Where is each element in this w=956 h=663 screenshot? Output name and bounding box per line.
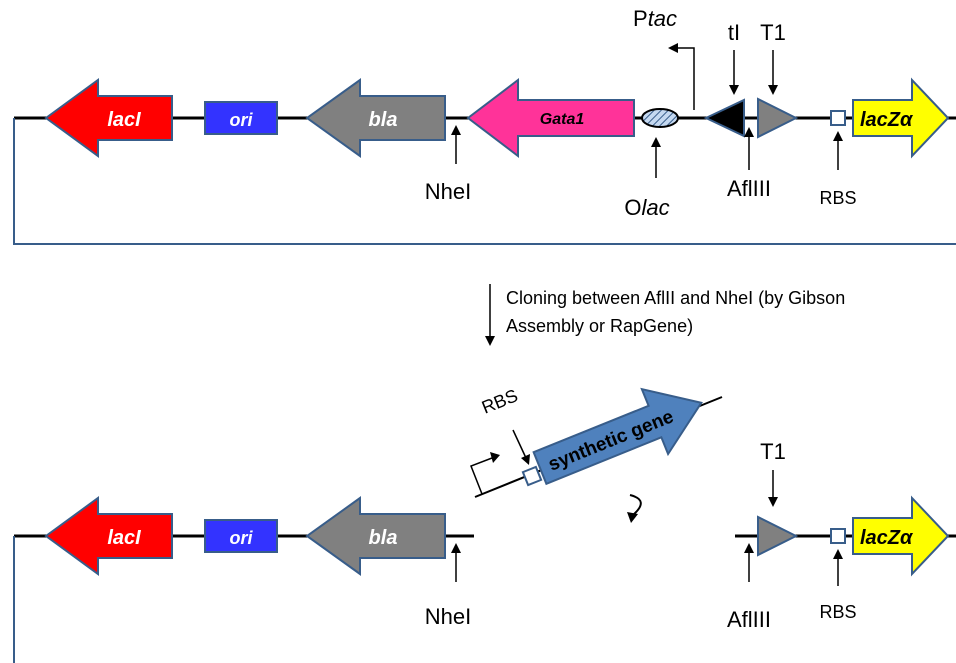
top-lacZ-gene: lacZα: [852, 77, 950, 159]
top-ori-box: ori: [204, 101, 278, 135]
bottom-ori-label: ori: [229, 528, 253, 548]
top-ptac-label: Ptac: [633, 6, 677, 31]
top-rbs-box: [830, 110, 846, 126]
bottom-lacI-label: lacI: [107, 527, 141, 549]
insertion-curved-arrow: [627, 494, 642, 523]
bottom-bla-label: bla: [369, 527, 398, 549]
top-afliii-pointer-arrow: [744, 127, 754, 170]
top-tI-label: tI: [728, 20, 740, 45]
bottom-bla-gene: bla: [305, 496, 446, 576]
top-rbs-label: RBS: [819, 188, 856, 208]
top-gata1-label: Gata1: [540, 111, 585, 128]
bottom-afliii-pointer-arrow: [744, 543, 754, 582]
bottom-nhei-pointer-arrow: [451, 543, 461, 582]
synthetic-insert: synthetic gene RBS: [470, 385, 723, 523]
top-olac-operator: [641, 108, 679, 128]
top-gata1-gene: Gata1: [466, 77, 635, 159]
top-T1-label: T1: [760, 20, 786, 45]
top-olac-label: Olac: [624, 195, 669, 220]
cloning-step: Cloning between AflII and NheI (by Gibso…: [485, 284, 845, 346]
insert-promoter-arrow: [470, 452, 500, 495]
top-bla-label: bla: [369, 109, 398, 131]
bottom-ori-box: ori: [204, 519, 278, 553]
top-lacI-label: lacI: [107, 109, 141, 131]
top-T1-pointer-arrow: [768, 50, 778, 95]
top-nhei-label: NheI: [425, 179, 471, 204]
cloning-step-line1: Cloning between AflII and NheI (by Gibso…: [506, 288, 845, 308]
bottom-rbs-pointer-arrow: [833, 549, 843, 586]
bottom-lacZ-gene: lacZα: [852, 495, 950, 577]
top-lacI-gene: lacI: [44, 78, 173, 158]
top-plasmid-loop: [13, 118, 956, 245]
top-afliii-label: AflIII: [727, 176, 771, 201]
bottom-lacZ-label: lacZα: [860, 527, 914, 549]
top-plasmid-map: lacI ori bla Gata1 lacZα: [13, 6, 956, 245]
top-olac-pointer-arrow: [651, 137, 661, 178]
top-rbs-pointer-arrow: [833, 131, 843, 170]
insert-rbs-label: RBS: [479, 385, 521, 417]
top-bla-gene: bla: [305, 78, 446, 158]
top-tI-terminator: [703, 98, 745, 138]
bottom-T1-terminator: [757, 515, 799, 557]
bottom-T1-label: T1: [760, 439, 786, 464]
synthetic-gene: synthetic gene: [532, 387, 703, 486]
top-ori-label: ori: [229, 110, 253, 130]
top-ptac-promoter: Ptac: [633, 6, 695, 110]
down-arrow-icon: [485, 336, 495, 346]
top-lacZ-label: lacZα: [860, 109, 914, 131]
top-tI-pointer-arrow: [729, 50, 739, 95]
top-nhei-pointer-arrow: [451, 125, 461, 164]
bottom-nhei-label: NheI: [425, 604, 471, 629]
insert-rbs-box: [521, 465, 543, 487]
bottom-lacI-gene: lacI: [44, 496, 173, 576]
bottom-afliii-label: AflIII: [727, 607, 771, 632]
bottom-T1-pointer-arrow: [768, 470, 778, 507]
cloning-step-line2: Assembly or RapGene): [506, 316, 693, 336]
top-T1-terminator: [757, 97, 799, 139]
insert-rbs-pointer-arrow: [512, 429, 530, 465]
bottom-rbs-label: RBS: [819, 602, 856, 622]
bottom-plasmid-map: lacI ori bla lacZα T1 Nh: [13, 439, 956, 663]
bottom-rbs-box: [830, 528, 846, 544]
